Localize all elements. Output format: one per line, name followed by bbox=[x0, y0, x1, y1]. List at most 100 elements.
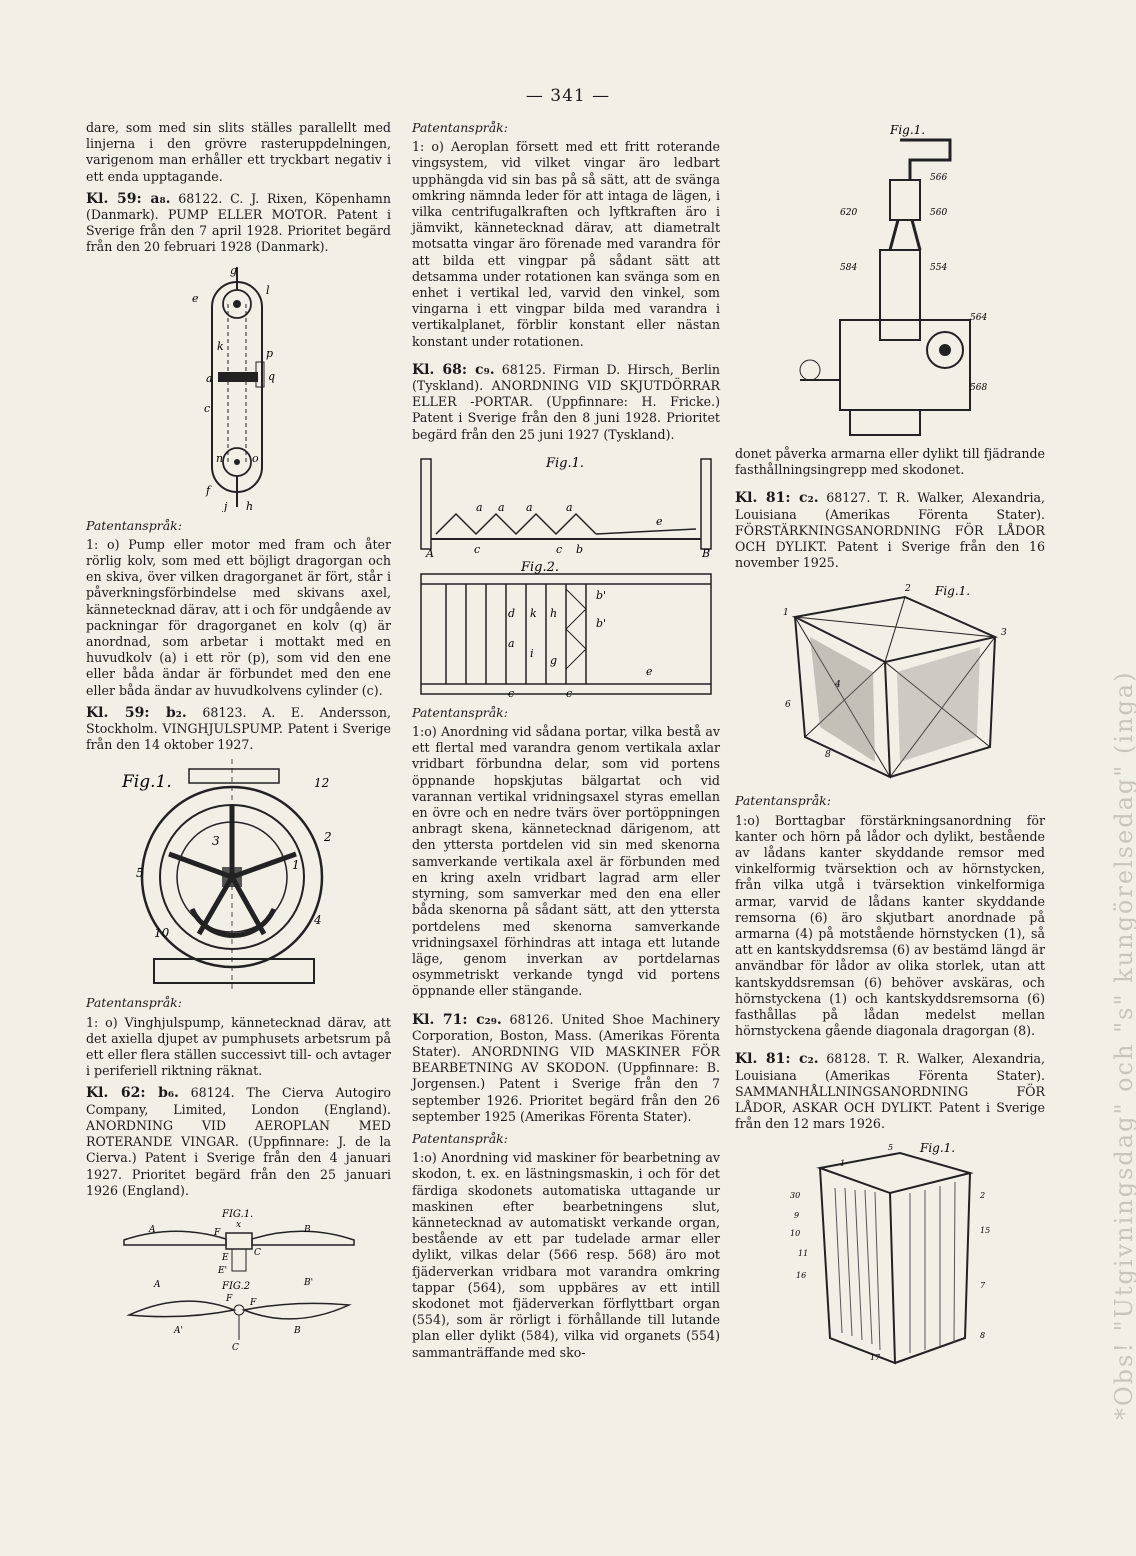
right-column: Fig.1. 566 560 620 554 584 564 568 donet… bbox=[735, 120, 1045, 1374]
door-label-d: d bbox=[508, 607, 515, 620]
entry-68125-class: Kl. 68: c₉. bbox=[412, 361, 495, 378]
entry-68124-body: 68124. The Cierva Autogiro Company, Limi… bbox=[86, 1085, 391, 1198]
entry-68124-heading: Kl. 62: b₆. 68124. The Cierva Autogiro C… bbox=[86, 1085, 391, 1198]
vane-label-12: 12 bbox=[314, 776, 329, 790]
box2-label-11: 11 bbox=[798, 1249, 808, 1258]
box2-label-7: 7 bbox=[980, 1281, 986, 1290]
entry-68126-body: 68126. United Shoe Machinery Corporation… bbox=[412, 1011, 720, 1124]
margin-stamp-text: *Obs! "Utgivningsdag" och "s" kungörelse… bbox=[1110, 670, 1136, 1420]
entry-68122-claims-heading: Patentanspråk: bbox=[86, 517, 182, 533]
vane-label-5: 5 bbox=[136, 866, 144, 880]
pump-label-l: l bbox=[266, 284, 270, 297]
shoe-label-584: 584 bbox=[840, 263, 857, 273]
entry-68127-heading: Kl. 81: c₂. 68127. T. R. Walker, Alexand… bbox=[735, 490, 1045, 571]
door-label-b: b bbox=[576, 543, 583, 556]
door-label-b1: b' bbox=[596, 589, 606, 602]
sliding-door-figure: Fig.1. Fig.2. A c a a a a e c b B d k h … bbox=[420, 456, 712, 699]
box2-label-8: 8 bbox=[980, 1331, 985, 1340]
door-label-B: B bbox=[701, 547, 710, 560]
box-reinforcement-figure: Fig.1. 1 2 3 4 6 8 bbox=[783, 584, 1007, 780]
door-label-e1: e bbox=[656, 515, 663, 528]
door-label-b2: b' bbox=[596, 617, 606, 630]
entry-68122-class: Kl. 59: a₈. bbox=[86, 190, 171, 207]
pump-label-k: k bbox=[217, 340, 224, 353]
box1-label-2: 2 bbox=[904, 584, 911, 594]
entry-68128-class: Kl. 81: c₂. bbox=[735, 1051, 819, 1068]
entry-68126-claim: 1:o) Anordning vid maskiner för bearbetn… bbox=[412, 1150, 720, 1360]
entry-68128-body: 68128. T. R. Walker, Alexandria, Louisia… bbox=[735, 1051, 1045, 1132]
pump-figure: g e k l p a q c n o f j h bbox=[192, 264, 275, 512]
entry-68122-heading: Kl. 59: a₈. 68122. C. J. Rixen, Köpenham… bbox=[86, 191, 391, 256]
autogiro-label-B: B bbox=[303, 1225, 311, 1235]
entry-68127-class: Kl. 81: c₂. bbox=[735, 490, 819, 507]
entry-68123-claim: 1: o) Vinghjulspump, kännetecknad därav,… bbox=[86, 1014, 391, 1079]
door-fig1-label: Fig.1. bbox=[545, 456, 584, 471]
door-label-c3: c bbox=[508, 687, 514, 699]
door-label-c: c bbox=[474, 543, 480, 556]
box1-label-8: 8 bbox=[825, 750, 831, 760]
box2-label-30: 30 bbox=[790, 1191, 800, 1200]
entry-68125-heading: Kl. 68: c₉. 68125. Firman D. Hirsch, Ber… bbox=[412, 362, 720, 443]
entry-68122-claim: 1: o) Pump eller motor med fram och åter… bbox=[86, 536, 391, 698]
autogiro-fig1-label: FIG.1. bbox=[221, 1209, 253, 1220]
shoe-label-568: 568 bbox=[970, 383, 987, 393]
door-label-a2: a bbox=[498, 501, 505, 514]
pump-label-g: g bbox=[230, 264, 237, 277]
entry-68125-body: 68125. Firman D. Hirsch, Berlin (Tysklan… bbox=[412, 361, 720, 442]
pump-label-e: e bbox=[192, 292, 199, 305]
vane-label-1: 1 bbox=[292, 858, 300, 872]
autogiro-label-E: E bbox=[221, 1253, 229, 1263]
autogiro-label-C: C bbox=[254, 1248, 261, 1258]
autogiro-label-x: x bbox=[236, 1220, 241, 1230]
pump-label-f: f bbox=[205, 484, 212, 497]
autogiro-label-C2: C bbox=[232, 1343, 239, 1353]
left-intro: dare, som med sin slits ställes parallel… bbox=[86, 120, 391, 184]
box2-label-2: 2 bbox=[979, 1191, 985, 1200]
pump-label-a: a bbox=[206, 372, 213, 385]
autogiro-fig2-label: FIG.2 bbox=[221, 1281, 250, 1292]
vane-label-10: 10 bbox=[154, 926, 170, 940]
door-label-a5: a bbox=[508, 637, 515, 650]
shoe-label-560: 560 bbox=[930, 208, 947, 218]
door-label-A: A bbox=[425, 547, 434, 560]
autogiro-label-B2: B' bbox=[303, 1278, 313, 1288]
margin-stamp: *Obs! "Utgivningsdag" och "s" kungörelse… bbox=[1096, 270, 1136, 1420]
pump-label-j: j bbox=[221, 500, 228, 512]
vane-pump-figure: Fig.1. 12 2 3 1 5 4 10 bbox=[121, 759, 332, 990]
entry-68124-class: Kl. 62: b₆. bbox=[86, 1085, 179, 1102]
autogiro-label-E2: E' bbox=[217, 1266, 227, 1276]
entry-68122-body: 68122. C. J. Rixen, Köpenhamn (Danmark).… bbox=[86, 190, 391, 255]
left-column: dare, som med sin slits ställes parallel… bbox=[86, 120, 391, 1361]
autogiro-label-A3: A' bbox=[173, 1326, 183, 1336]
entry-68126-class: Kl. 71: c₂₉. bbox=[412, 1011, 502, 1028]
door-label-a4: a bbox=[566, 501, 573, 514]
entry-68124-claims-heading: Patentanspråk: bbox=[412, 120, 508, 135]
autogiro-label-F: F bbox=[213, 1228, 221, 1238]
box2-label-10: 10 bbox=[790, 1229, 800, 1238]
shoe-label-566: 566 bbox=[930, 173, 947, 183]
vane-label-4: 4 bbox=[313, 913, 322, 927]
vane-label-2: 2 bbox=[323, 830, 332, 844]
box2-label-9: 9 bbox=[794, 1211, 799, 1220]
autogiro-label-A: A bbox=[148, 1225, 156, 1235]
pump-label-o: o bbox=[252, 452, 259, 465]
entry-68127-body: 68127. T. R. Walker, Alexandria, Louisia… bbox=[735, 490, 1045, 571]
door-fig2-label: Fig.2. bbox=[520, 560, 559, 575]
page-number: — 341 — bbox=[525, 86, 611, 106]
middle-column: Patentanspråk: 1: o) Aeroplan försett me… bbox=[412, 120, 720, 1367]
autogiro-label-F2: F bbox=[225, 1294, 233, 1304]
box2-fig-label: Fig.1. bbox=[919, 1141, 955, 1155]
vane-pump-fig-label: Fig.1. bbox=[121, 772, 172, 792]
box1-label-3: 3 bbox=[1001, 628, 1007, 638]
shoe-label-554: 554 bbox=[930, 263, 947, 273]
shoe-fig-label: Fig.1. bbox=[889, 123, 925, 137]
door-label-e2: e bbox=[646, 665, 653, 678]
door-label-a3: a bbox=[526, 501, 533, 514]
door-label-i: i bbox=[530, 647, 534, 660]
entry-68127-claims-heading: Patentanspråk: bbox=[735, 793, 831, 809]
entry-68123-claims-heading: Patentanspråk: bbox=[86, 995, 182, 1011]
door-label-k: k bbox=[530, 607, 537, 620]
entry-68123-heading: Kl. 59: b₂. 68123. A. E. Andersson, Stoc… bbox=[86, 705, 391, 754]
pump-label-h: h bbox=[246, 500, 253, 512]
door-label-c4: c bbox=[566, 687, 572, 699]
